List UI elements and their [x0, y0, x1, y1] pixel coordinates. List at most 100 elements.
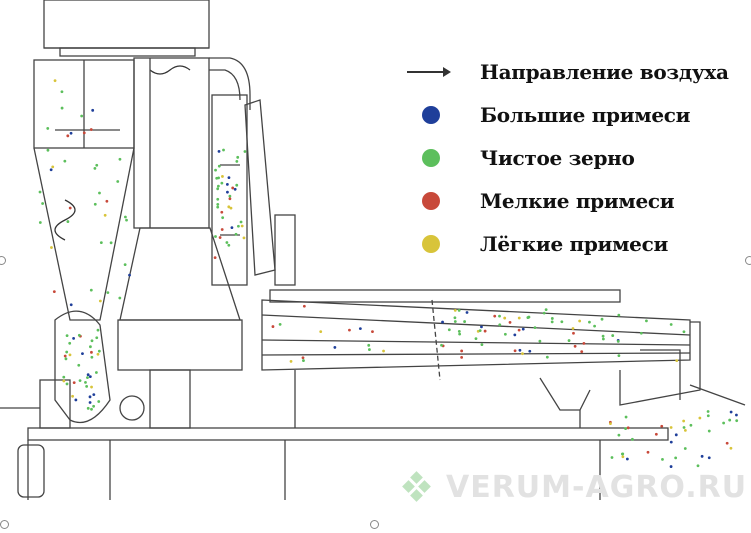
particle: [669, 465, 673, 468]
particle: [550, 317, 554, 320]
particle: [654, 432, 658, 436]
particle: [123, 215, 127, 219]
particle: [729, 446, 733, 450]
dot-icon: [422, 235, 440, 253]
particle: [626, 426, 630, 430]
particle: [460, 349, 464, 353]
particle: [465, 311, 469, 314]
particle: [93, 202, 97, 206]
resize-handle-right[interactable]: [745, 256, 751, 265]
particle: [616, 339, 620, 343]
particle: [513, 333, 517, 337]
particle: [526, 316, 530, 319]
particle: [440, 343, 443, 347]
particle: [230, 226, 234, 230]
particle: [538, 339, 542, 343]
particle: [669, 426, 673, 429]
particle: [453, 316, 457, 320]
particle: [90, 407, 93, 411]
particle: [239, 220, 243, 224]
particle: [707, 456, 711, 460]
particle: [503, 332, 507, 336]
particle: [231, 186, 235, 190]
particle: [453, 308, 457, 312]
particle: [550, 320, 554, 324]
outlet-sack: [54, 310, 111, 424]
particle: [62, 379, 66, 383]
particle: [65, 382, 69, 386]
particle: [66, 220, 70, 223]
particle: [578, 319, 582, 323]
particle: [38, 221, 42, 224]
resize-handle-bottom-left[interactable]: [0, 520, 9, 529]
particle: [66, 134, 70, 138]
particle: [235, 183, 239, 187]
particle: [228, 197, 232, 201]
resize-handle-left[interactable]: [0, 256, 6, 265]
particle: [89, 128, 93, 131]
aspiration-column: [133, 57, 210, 229]
particle: [60, 106, 64, 110]
particle: [53, 79, 57, 83]
particle: [729, 410, 733, 414]
particle: [508, 320, 512, 324]
particle: [682, 330, 686, 334]
particle: [582, 342, 586, 345]
particle: [533, 326, 537, 329]
particle: [92, 404, 96, 408]
particle: [572, 331, 575, 335]
particle: [700, 454, 704, 458]
resize-handle-bottom[interactable]: [370, 520, 379, 529]
particle: [580, 350, 584, 353]
particle: [621, 452, 625, 456]
particle: [90, 339, 94, 343]
particle: [49, 168, 53, 172]
top-hopper: [43, 0, 210, 49]
particle: [271, 325, 275, 328]
particle: [98, 191, 101, 195]
particle: [722, 421, 726, 425]
particle: [609, 422, 612, 426]
sieve-box: [261, 299, 691, 371]
particle: [567, 339, 571, 342]
particle: [90, 350, 93, 354]
particle: [68, 341, 72, 345]
particle: [216, 197, 220, 201]
particle: [128, 273, 131, 277]
cyclone-cone: [33, 147, 135, 321]
particle: [630, 437, 634, 441]
particle: [624, 415, 628, 419]
particle: [80, 114, 84, 118]
diamond-logo-icon: [402, 470, 431, 502]
particle: [601, 337, 605, 341]
particle: [63, 159, 67, 163]
particle: [544, 308, 548, 311]
particle: [38, 190, 42, 194]
particle: [588, 320, 591, 324]
legend-label: Лёгкие примеси: [480, 232, 668, 256]
particle: [71, 394, 74, 398]
particle: [81, 352, 84, 356]
particle: [683, 429, 687, 432]
particle: [95, 336, 99, 340]
particle: [278, 323, 282, 326]
particle: [513, 349, 517, 353]
particle: [675, 359, 679, 363]
particle: [217, 150, 221, 153]
particle: [234, 232, 238, 236]
particle: [90, 355, 94, 359]
particle: [571, 327, 575, 330]
particle: [86, 406, 90, 410]
particle: [348, 328, 351, 332]
air-duct: [209, 57, 251, 110]
particle: [88, 375, 92, 379]
particle: [96, 328, 100, 332]
particle: [72, 336, 75, 340]
particle: [97, 349, 101, 353]
particle: [707, 429, 711, 433]
particle: [82, 131, 86, 135]
particle: [302, 304, 306, 308]
particle: [216, 184, 220, 188]
particle: [611, 334, 615, 337]
particle: [319, 330, 323, 334]
